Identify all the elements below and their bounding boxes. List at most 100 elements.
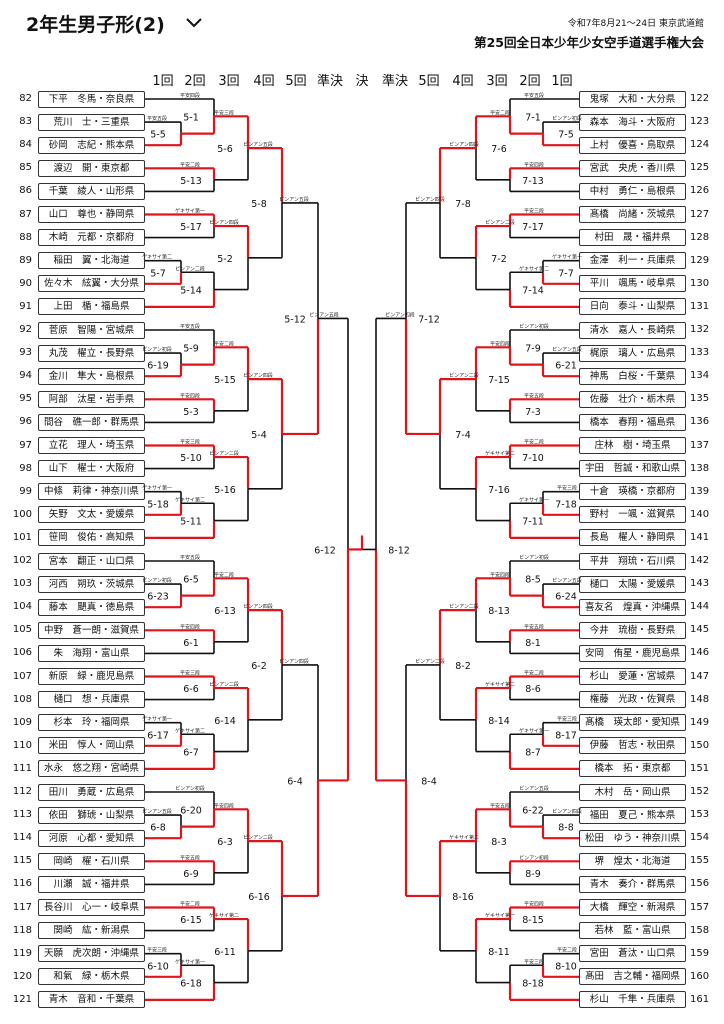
player-name[interactable]: 今井 琉樹・長野県 [579, 621, 686, 639]
player-name[interactable]: 福田 夏己・熊本県 [579, 806, 686, 824]
player-name[interactable]: 河西 朔玖・茨城県 [38, 575, 145, 593]
player-name[interactable]: 樋口 太陽・愛媛県 [579, 575, 686, 593]
seat-number: 103 [12, 578, 32, 590]
player-name[interactable]: 伊藤 哲志・秋田県 [579, 737, 686, 755]
player-name[interactable]: 杉本 玲・福岡県 [38, 714, 145, 732]
player-name[interactable]: 松田 ゆう・神奈川県 [579, 829, 686, 847]
player-name[interactable]: 大橋 輝空・新潟県 [579, 899, 686, 916]
player-name[interactable]: 宮田 蒼汰・山口県 [579, 945, 686, 963]
player-name[interactable]: 阿部 汰星・岩手県 [38, 390, 145, 408]
player-name[interactable]: 立花 理人・埼玉県 [38, 437, 145, 454]
player-name[interactable]: 青木 奏介・群馬県 [579, 875, 686, 893]
chevron-down-icon[interactable] [183, 14, 205, 32]
player-name[interactable]: 平井 翔琉・石川県 [579, 552, 686, 570]
player-name[interactable]: 佐藤 壮介・栃木県 [579, 390, 686, 408]
player-name[interactable]: 橋本 拓・東京都 [579, 760, 686, 778]
seat-number: 142 [690, 555, 710, 566]
player-name[interactable]: 千葉 綾人・山形県 [38, 182, 145, 200]
player-name[interactable]: 宮本 翻正・山口県 [38, 552, 145, 570]
player-name[interactable]: 髙橋 尚緒・茨城県 [579, 206, 686, 223]
player-name[interactable]: 村田 晟・福井県 [579, 229, 686, 247]
kata-label: 平安五段 [147, 115, 167, 122]
player-name[interactable]: 金川 隼大・島根県 [38, 367, 145, 385]
match-label: 6-21 [555, 361, 577, 372]
player-name[interactable]: 岡崎 櫂・石川県 [38, 852, 145, 870]
player-name[interactable]: 樋口 想・兵庫県 [38, 691, 145, 709]
player-name[interactable]: 日向 泰斗・山梨県 [579, 298, 686, 316]
player-name[interactable]: 杉山 愛蓮・宮城県 [579, 668, 686, 685]
player-name[interactable]: 平川 颯馬・岐阜県 [579, 275, 686, 293]
player-name[interactable]: 堺 煌太・北海道 [579, 852, 686, 870]
player-name[interactable]: 中條 莉律・神奈川県 [38, 483, 145, 501]
player-name[interactable]: 喜友名 煌真・沖縄県 [579, 598, 686, 616]
player-name[interactable]: 木崎 元都・京都府 [38, 229, 145, 247]
player-name[interactable]: 橋本 春翔・福島県 [579, 413, 686, 431]
player-name[interactable]: 新原 緑・鹿児島県 [38, 668, 145, 685]
player-name[interactable]: 渡辺 開・東京都 [38, 159, 145, 177]
kata-label: ゲキサイ第一 [142, 716, 172, 723]
player-name[interactable]: 長島 櫂人・静岡県 [579, 529, 686, 547]
seat-number: 95 [19, 393, 32, 405]
player-name[interactable]: 田川 勇蔵・広島県 [38, 783, 145, 801]
player-name[interactable]: 神馬 白桜・千葉県 [579, 367, 686, 385]
seat-number: 100 [12, 508, 32, 520]
player-name[interactable]: 丸茂 櫂立・長野県 [38, 344, 145, 362]
player-name[interactable]: 庄林 樹・埼玉県 [579, 437, 686, 454]
player-name[interactable]: 野村 一颯・滋賀県 [579, 506, 686, 524]
player-name[interactable]: 中野 蒼一朗・滋賀県 [38, 621, 145, 639]
player-name[interactable]: 梶原 璃人・広島県 [579, 344, 686, 362]
player-name[interactable]: 菅原 智陽・宮城県 [38, 321, 145, 339]
match-label: 5-18 [147, 499, 169, 510]
seat-number: 131 [690, 300, 710, 312]
player-name[interactable]: 矢野 文太・愛媛県 [38, 506, 145, 524]
player-name[interactable]: 安岡 侑星・鹿児島県 [579, 644, 686, 662]
player-name[interactable]: 宇田 哲誠・和歌山県 [579, 460, 686, 478]
player-name[interactable]: 稲田 翼・北海道 [38, 252, 145, 270]
player-name[interactable]: 笹岡 俊佑・高知県 [38, 529, 145, 547]
match-label: 5-12 [284, 314, 306, 325]
player-name[interactable]: 和氣 緑・栃木県 [38, 968, 145, 986]
player-name[interactable]: 依田 獅琥・山梨県 [38, 806, 145, 824]
player-name[interactable]: 関崎 紘・新潟県 [38, 922, 145, 940]
player-name[interactable]: 鬼塚 大和・大分県 [579, 90, 686, 108]
player-name[interactable]: 天願 虎次朗・沖縄県 [38, 945, 145, 963]
seat-number: 130 [690, 277, 710, 289]
match-label: 6-18 [180, 979, 202, 990]
player-name[interactable]: 髙橋 瑛太郎・愛知県 [579, 714, 686, 732]
player-name[interactable]: 佐々木 絃翼・大分県 [38, 275, 145, 293]
player-name[interactable]: 川瀬 誠・福井県 [38, 875, 145, 893]
player-name[interactable]: 杉山 千隼・兵庫県 [579, 991, 686, 1009]
seat-number: 82 [19, 93, 32, 104]
player-name[interactable]: 水永 悠之翔・宮崎県 [38, 760, 145, 778]
player-name[interactable]: 金澤 利一・兵庫県 [579, 252, 686, 270]
player-name[interactable]: 青木 音和・千葉県 [38, 991, 145, 1009]
player-name[interactable]: 長谷川 心一・岐阜県 [38, 899, 145, 916]
seat-number: 111 [12, 762, 32, 774]
player-name[interactable]: 荒川 士・三重県 [38, 113, 145, 131]
player-name[interactable]: 下平 冬馬・奈良県 [38, 90, 145, 108]
kata-label: ゲキサイ第二 [485, 681, 515, 688]
player-name[interactable]: 藤本 颶真・徳島県 [38, 598, 145, 616]
player-name[interactable]: 木村 岳・岡山県 [579, 783, 686, 801]
player-name[interactable]: 清水 嘉人・長崎県 [579, 321, 686, 339]
kata-label: ゲキサイ第二 [175, 496, 205, 503]
player-name[interactable]: 山下 櫂士・大阪府 [38, 460, 145, 478]
player-name[interactable]: 十倉 瑛橋・京都府 [579, 483, 686, 501]
player-name[interactable]: 河原 心都・愛知県 [38, 829, 145, 847]
player-name[interactable]: 森本 海斗・大阪府 [579, 113, 686, 131]
player-name[interactable]: 上村 優喜・鳥取県 [579, 136, 686, 154]
match-label: 6-13 [214, 606, 236, 617]
player-name[interactable]: 権藤 光政・佐賀県 [579, 691, 686, 709]
seat-number: 159 [690, 947, 710, 959]
player-name[interactable]: 山口 尊也・静岡県 [38, 206, 145, 223]
player-name[interactable]: 若林 藍・富山県 [579, 922, 686, 940]
player-name[interactable]: 砂岡 志紀・熊本県 [38, 136, 145, 154]
player-name[interactable]: 中村 勇仁・島根県 [579, 182, 686, 200]
match-label: 6-16 [248, 892, 270, 903]
player-name[interactable]: 米田 惇人・岡山県 [38, 737, 145, 755]
player-name[interactable]: 宮武 央虎・香川県 [579, 159, 686, 177]
player-name[interactable]: 朱 海翔・富山県 [38, 644, 145, 662]
player-name[interactable]: 上田 楯・福島県 [38, 298, 145, 316]
player-name[interactable]: 髙田 吉之輔・福岡県 [579, 968, 686, 986]
player-name[interactable]: 間谷 礁一郎・群馬県 [38, 413, 145, 431]
